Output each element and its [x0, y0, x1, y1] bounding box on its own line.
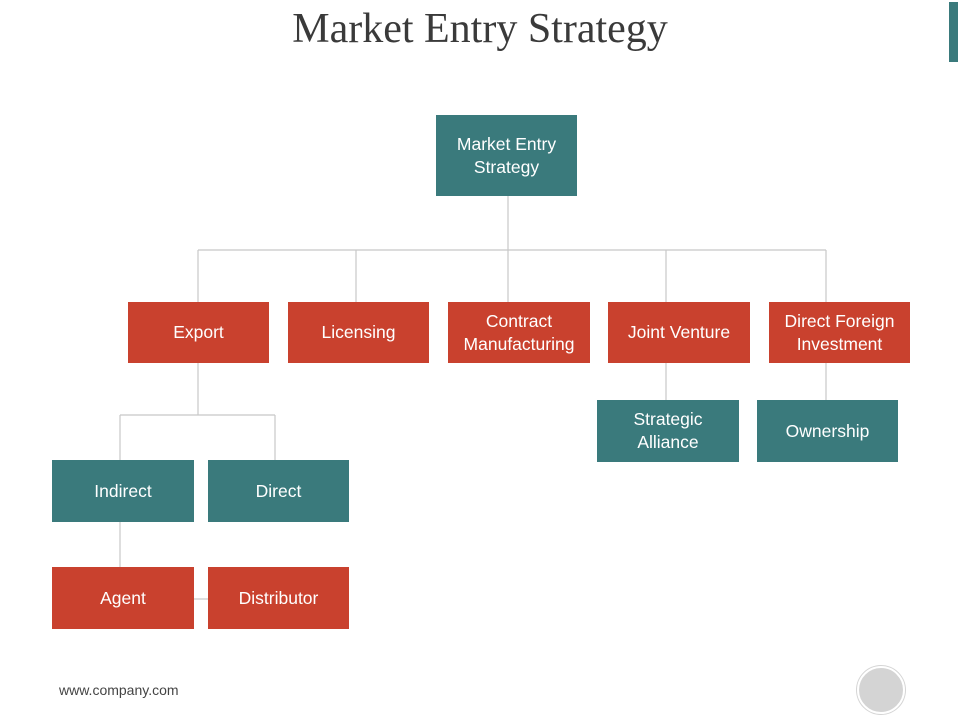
node-ownership: Ownership [757, 400, 898, 462]
footer-url: www.company.com [59, 682, 179, 698]
node-licensing: Licensing [288, 302, 429, 363]
node-direct-foreign-investment: Direct Foreign Investment [769, 302, 910, 363]
page-title: Market Entry Strategy [292, 6, 668, 52]
node-market-entry-strategy: Market Entry Strategy [436, 115, 577, 196]
node-direct: Direct [208, 460, 349, 522]
accent-bar [949, 2, 958, 62]
node-contract-manufacturing: Contract Manufacturing [448, 302, 590, 363]
node-distributor: Distributor [208, 567, 349, 629]
node-indirect: Indirect [52, 460, 194, 522]
circle-button[interactable] [857, 666, 905, 714]
node-export: Export [128, 302, 269, 363]
node-agent: Agent [52, 567, 194, 629]
node-strategic-alliance: Strategic Alliance [597, 400, 739, 462]
node-joint-venture: Joint Venture [608, 302, 750, 363]
